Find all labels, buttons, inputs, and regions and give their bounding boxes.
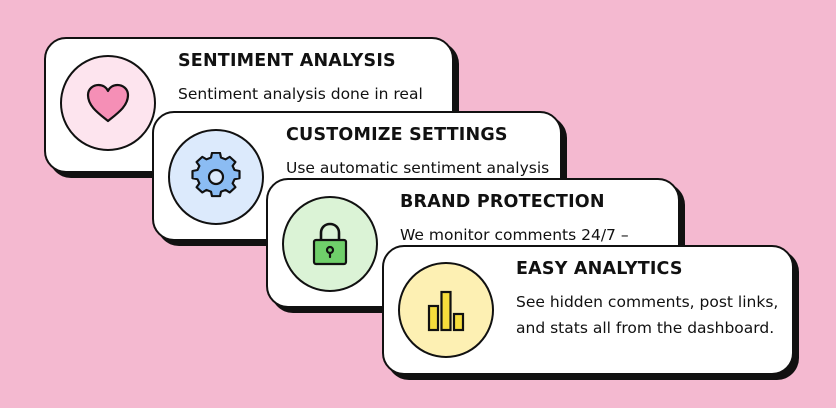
icon-circle <box>282 196 378 292</box>
card-description: Use automatic sentiment analysis <box>286 159 550 177</box>
bar-chart-icon <box>427 290 465 332</box>
card-title: SENTIMENT ANALYSIS <box>178 51 396 71</box>
card-description: Sentiment analysis done in real <box>178 85 423 103</box>
icon-circle <box>168 129 264 225</box>
icon-circle <box>398 262 494 358</box>
lock-icon <box>312 222 348 266</box>
heart-icon <box>86 83 130 123</box>
card-title: CUSTOMIZE SETTINGS <box>286 125 508 145</box>
gear-icon <box>191 152 241 198</box>
card-title: BRAND PROTECTION <box>400 192 605 212</box>
card-description: We monitor comments 24/7 – <box>400 226 629 244</box>
feature-card-brand-protection: BRAND PROTECTION We monitor comments 24/… <box>266 178 680 308</box>
icon-circle <box>60 55 156 151</box>
card-title: EASY ANALYTICS <box>516 259 683 279</box>
card-description: See hidden comments, post links, and sta… <box>516 293 779 337</box>
feature-card-sentiment-analysis: SENTIMENT ANALYSIS Sentiment analysis do… <box>44 37 454 173</box>
feature-card-easy-analytics: EASY ANALYTICS See hidden comments, post… <box>382 245 794 375</box>
